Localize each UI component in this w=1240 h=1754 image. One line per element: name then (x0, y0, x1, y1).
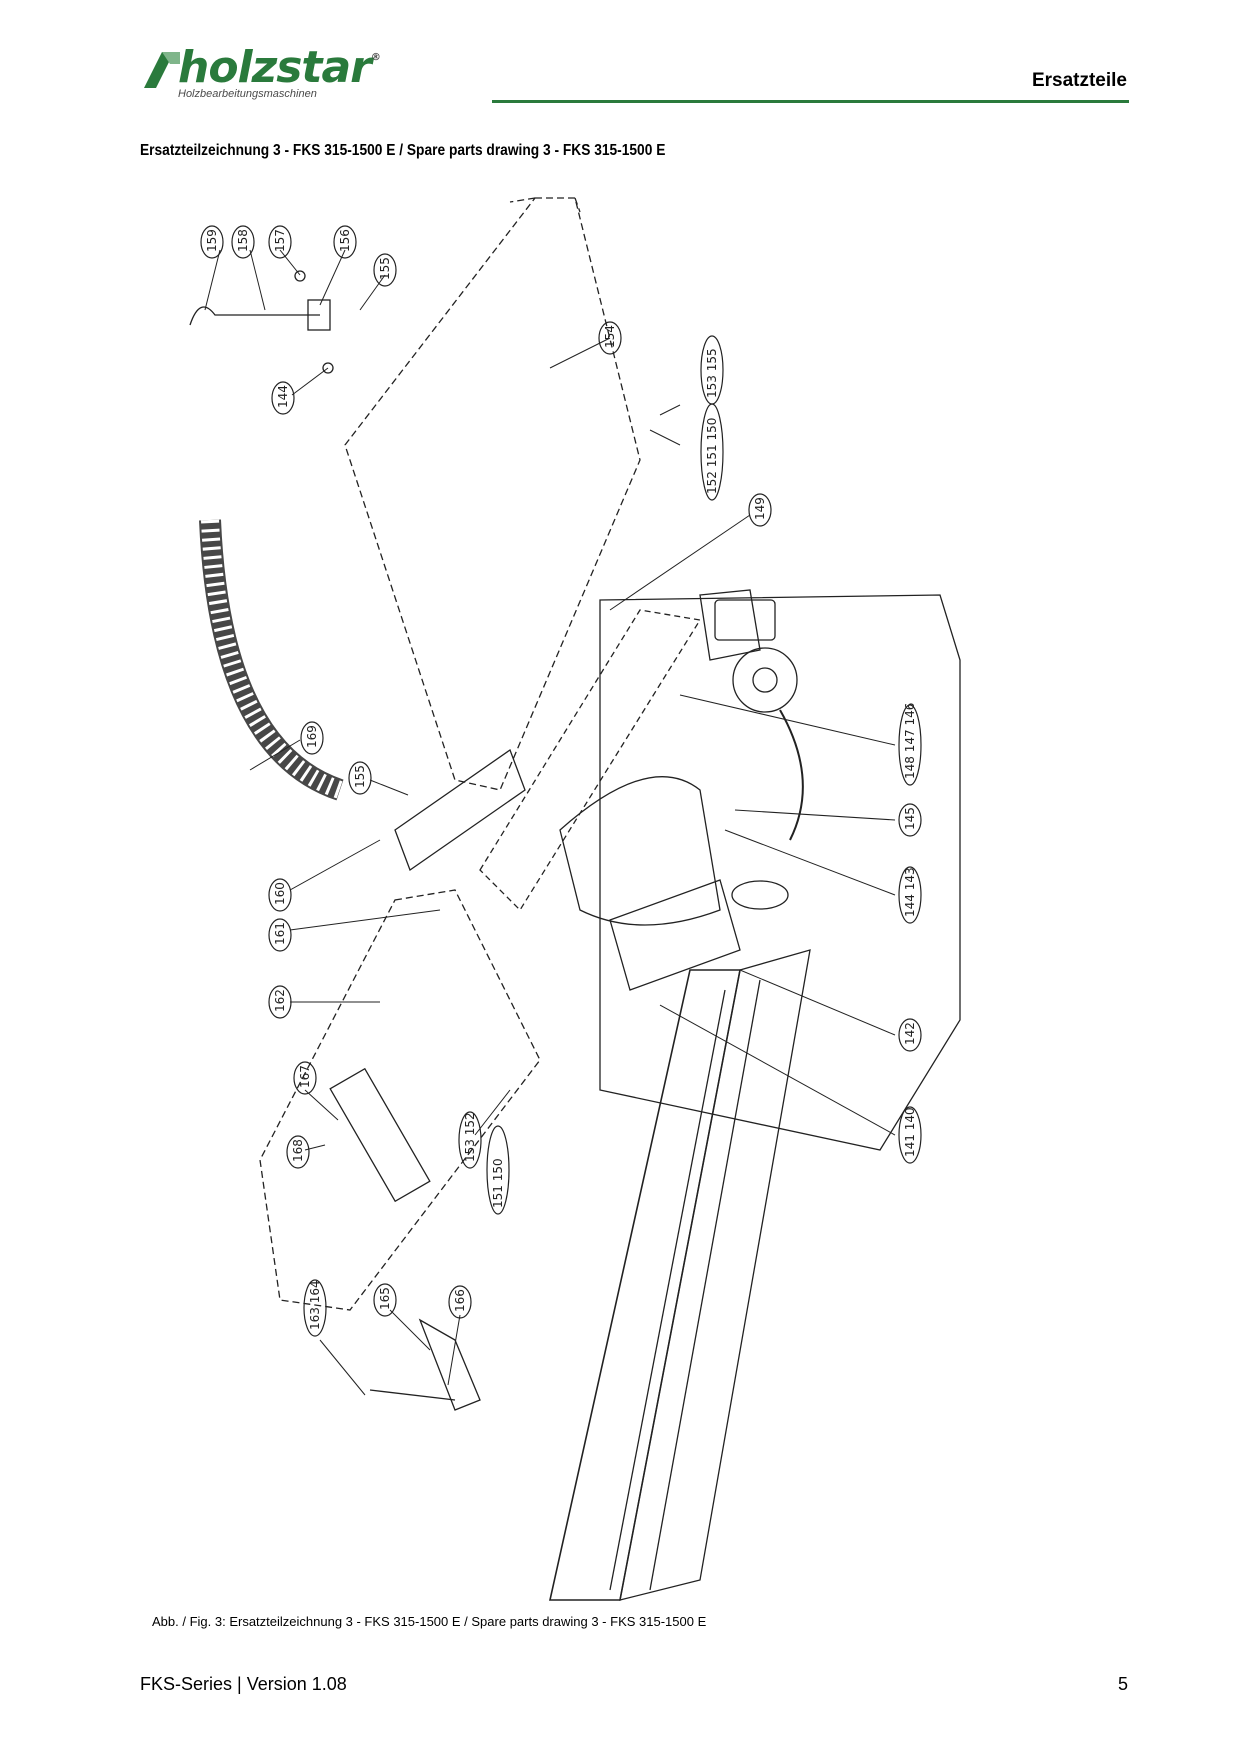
spare-parts-drawing: 159 158 157 156 155 154 144 153 155 152 … (189, 197, 961, 1601)
header-rule (492, 100, 1129, 103)
drawing-title: Ersatzteilzeichnung 3 - FKS 315-1500 E /… (140, 142, 666, 159)
callout-145: 145 (898, 803, 922, 837)
callout-161: 161 (268, 918, 292, 952)
svg-text:153 152: 153 152 (463, 1112, 477, 1162)
svg-text:153 155: 153 155 (705, 348, 719, 398)
svg-text:145: 145 (903, 807, 917, 830)
callout-153-155: 153 155 (700, 335, 724, 405)
callout-162: 162 (268, 985, 292, 1019)
svg-text:166: 166 (453, 1289, 467, 1312)
svg-text:152 151 150: 152 151 150 (705, 418, 719, 494)
page-number: 5 (1117, 1674, 1128, 1694)
holzstar-logo: holzstar® Holzbearbeitungsmaschinen (140, 42, 420, 108)
callout-155-top: 155 (373, 253, 397, 287)
callout-159: 159 (200, 225, 224, 259)
svg-text:144 143: 144 143 (903, 867, 917, 917)
callout-156: 156 (333, 225, 357, 259)
callout-168: 168 (286, 1135, 310, 1169)
callout-141-140: 141 140 (898, 1106, 922, 1164)
callout-155-mid: 155 (348, 761, 372, 795)
svg-text:163 164: 163 164 (308, 1280, 322, 1330)
svg-text:149: 149 (753, 497, 767, 520)
svg-text:154: 154 (603, 325, 617, 348)
callout-149: 149 (748, 493, 772, 527)
callout-166: 166 (448, 1285, 472, 1319)
svg-text:167: 167 (298, 1065, 312, 1088)
callout-142: 142 (898, 1018, 922, 1052)
callout-144-143: 144 143 (898, 866, 922, 924)
callout-153-152: 153 152 (458, 1111, 482, 1169)
callout-152-150: 152 151 150 (700, 403, 724, 501)
logo-wordmark: holzstar® (178, 42, 381, 93)
svg-text:151 150: 151 150 (491, 1158, 505, 1208)
callout-157: 157 (268, 225, 292, 259)
callout-158: 158 (231, 225, 255, 259)
svg-text:144: 144 (276, 385, 290, 408)
footer-version: FKS-Series | Version 1.08 (140, 1674, 347, 1694)
svg-text:162: 162 (273, 989, 287, 1012)
callout-160: 160 (268, 878, 292, 912)
callout-169: 169 (300, 721, 324, 755)
callout-leaders (204, 249, 896, 1396)
svg-text:168: 168 (291, 1139, 305, 1162)
section-title: Ersatzteile (1031, 70, 1127, 91)
svg-text:141 140: 141 140 (903, 1107, 917, 1157)
callout-163-164: 163 164 (303, 1279, 327, 1337)
svg-text:156: 156 (338, 229, 352, 252)
insert-plate (329, 1067, 431, 1203)
callout-labels: 159 158 157 156 155 154 144 153 155 152 … (200, 225, 922, 1337)
svg-text:155: 155 (378, 257, 392, 280)
svg-text:158: 158 (236, 229, 250, 252)
lever-assembly (189, 270, 334, 374)
callout-151-150: 151 150 (486, 1125, 510, 1215)
riving-knife (418, 1318, 481, 1411)
top-cover-panel (344, 197, 641, 791)
extraction-hose (199, 519, 344, 801)
svg-text:155: 155 (353, 765, 367, 788)
svg-text:159: 159 (205, 229, 219, 252)
callout-154: 154 (598, 321, 622, 355)
svg-text:160: 160 (273, 882, 287, 905)
svg-text:148 147 146: 148 147 146 (903, 703, 917, 779)
svg-text:169: 169 (305, 725, 319, 748)
logo-tagline: Holzbearbeitungsmaschinen (178, 88, 317, 100)
svg-text:161: 161 (273, 922, 287, 945)
logo-mark-icon (144, 52, 180, 88)
svg-text:142: 142 (903, 1022, 917, 1045)
machine-body (479, 589, 961, 1601)
front-table (259, 889, 541, 1311)
figure-caption: Abb. / Fig. 3: Ersatzteilzeichnung 3 - F… (152, 1614, 707, 1629)
svg-text:165: 165 (378, 1287, 392, 1310)
callout-165: 165 (373, 1283, 397, 1317)
extraction-hood (394, 748, 526, 872)
callout-144-top: 144 (271, 381, 295, 415)
callout-148-146: 148 147 146 (898, 703, 922, 786)
callout-167: 167 (293, 1061, 317, 1095)
svg-text:157: 157 (273, 229, 287, 252)
